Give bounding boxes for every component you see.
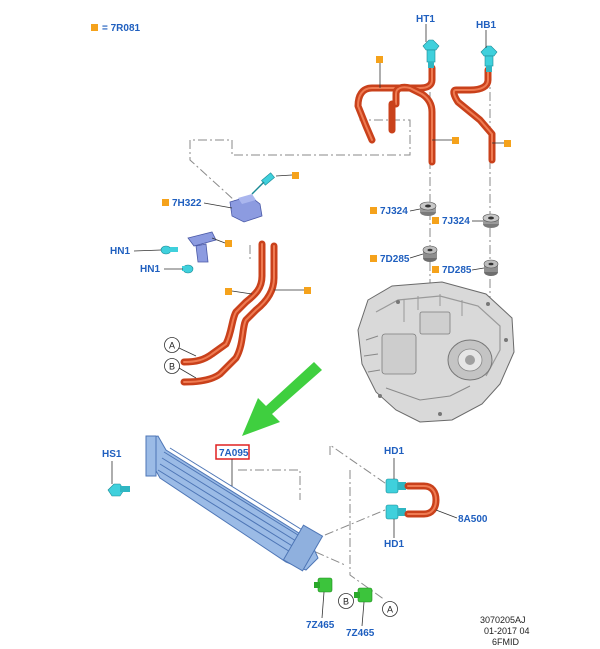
fitting-hn1-top (160, 245, 178, 255)
connector-b-bottom (338, 593, 354, 609)
cooler-7a095 (145, 435, 324, 572)
marker-icon (376, 56, 383, 63)
circle-letter-b-bottom: B (343, 597, 349, 607)
footer-line-3: 6FMID (492, 637, 520, 647)
hose-8a500 (404, 482, 440, 518)
circle-letter-a-top: A (169, 341, 175, 351)
label-ht1: HT1 (416, 14, 435, 25)
label-7z465-right: 7Z465 (346, 628, 375, 639)
label-7h322: 7H322 (172, 198, 202, 209)
footer-line-1: 3070205AJ (480, 615, 526, 625)
legend-text: = 7R081 (102, 23, 141, 34)
middle-hose-assembly (180, 240, 278, 386)
marker-icon (370, 255, 377, 262)
clip-7z465-right (354, 587, 373, 603)
marker-icon (370, 207, 377, 214)
marker-icon (504, 140, 511, 147)
fitting-hb1 (480, 45, 498, 72)
washer-7j324-left (419, 201, 437, 216)
marker-icon (304, 287, 311, 294)
marker-icon (432, 217, 439, 224)
fitting-hd1-bottom (385, 504, 406, 520)
legend-marker-icon (91, 24, 98, 31)
upper-hose-assembly (354, 64, 496, 166)
marker-icon (225, 240, 232, 247)
label-7j324-left: 7J324 (380, 206, 408, 217)
fitting-hs1 (107, 483, 130, 497)
label-7j324-right: 7J324 (442, 216, 470, 227)
marker-icon (225, 288, 232, 295)
washer-7d285-left (422, 245, 438, 262)
label-7a095: 7A095 (219, 448, 249, 459)
fitting-ht1 (422, 39, 440, 68)
transmission-housing (357, 281, 515, 423)
bracket-7h322 (229, 194, 263, 223)
marker-icon (452, 137, 459, 144)
label-hd1-bottom: HD1 (384, 539, 404, 550)
marker-icon (432, 266, 439, 273)
connector-b-top (164, 358, 180, 374)
fitting-hn1-bottom (182, 264, 194, 274)
connector-a-top (164, 337, 180, 353)
label-8a500: 8A500 (458, 514, 488, 525)
fitting-upper-bracket (251, 172, 275, 195)
label-hb1: HB1 (476, 20, 496, 31)
fitting-hd1-top (385, 478, 406, 494)
washer-7j324-right (482, 213, 500, 228)
circle-letter-b-top: B (169, 362, 175, 372)
marker-icon (292, 172, 299, 179)
label-7d285-left: 7D285 (380, 254, 410, 265)
part-highlight-7a095 (215, 444, 250, 460)
label-hn1-bottom: HN1 (140, 264, 160, 275)
bracket-hn1 (187, 231, 217, 263)
label-hd1-top: HD1 (384, 446, 404, 457)
label-hs1: HS1 (102, 449, 122, 460)
label-7d285-right: 7D285 (442, 265, 472, 276)
connector-a-bottom (382, 601, 398, 617)
circle-letter-a-bottom: A (387, 605, 393, 615)
green-arrow-icon (242, 362, 322, 436)
washer-7d285-right (483, 259, 499, 276)
label-7z465-left: 7Z465 (306, 620, 335, 631)
clip-7z465-left (314, 577, 333, 593)
footer-line-2: 01-2017 04 (484, 626, 530, 636)
label-hn1-top: HN1 (110, 246, 130, 257)
marker-icon (162, 199, 169, 206)
